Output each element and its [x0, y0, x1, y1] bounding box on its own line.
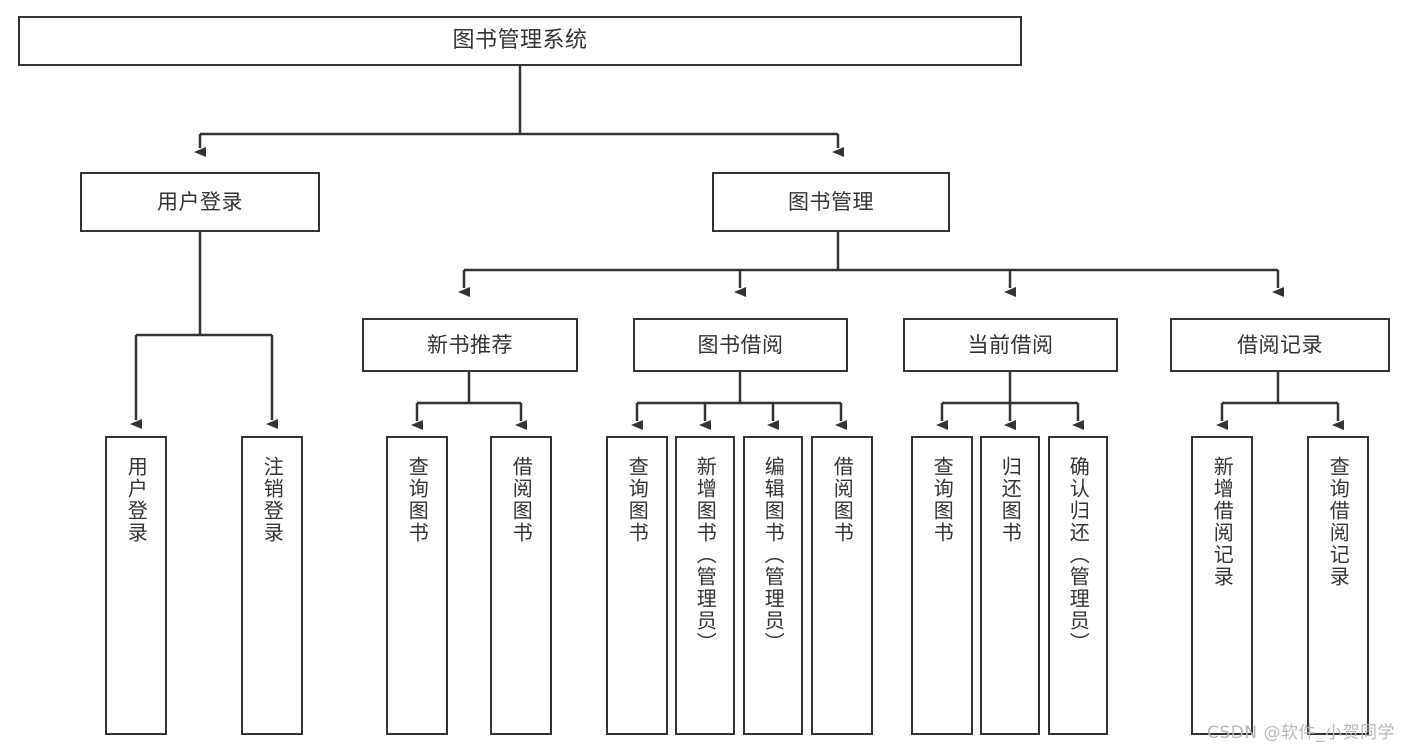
node-leaf-confirm-return[interactable]: 确认归还（管理员）: [1048, 436, 1108, 735]
node-leaf-add-book[interactable]: 新增图书（管理员）: [675, 436, 735, 735]
node-leaf-return-book[interactable]: 归还图书: [980, 436, 1040, 735]
node-label: 新增图书（管理员）: [693, 456, 718, 654]
node-label: 确认归还（管理员）: [1066, 456, 1091, 654]
node-user-login[interactable]: 用户登录: [80, 172, 320, 232]
node-leaf-add-record[interactable]: 新增借阅记录: [1191, 436, 1253, 735]
node-leaf-borrow-book-1[interactable]: 借阅图书: [490, 436, 552, 735]
node-label: 新书推荐: [427, 332, 513, 357]
node-label: 查询借阅记录: [1326, 456, 1351, 588]
node-new-book-recommend[interactable]: 新书推荐: [362, 318, 578, 372]
csdn-watermark: CSDN @软件_小贺同学: [1207, 723, 1395, 743]
node-label: 归还图书: [998, 456, 1023, 544]
node-leaf-query-book-3[interactable]: 查询图书: [911, 436, 973, 735]
node-label: 查询图书: [405, 456, 430, 544]
node-book-manage[interactable]: 图书管理: [712, 172, 950, 232]
node-label: 新增借阅记录: [1210, 456, 1235, 588]
node-label: 注销登录: [260, 456, 285, 544]
node-borrow-record[interactable]: 借阅记录: [1170, 318, 1390, 372]
node-label: 借阅图书: [509, 456, 534, 544]
node-leaf-borrow-book-2[interactable]: 借阅图书: [811, 436, 873, 735]
node-label: 借阅图书: [830, 456, 855, 544]
node-book-borrow[interactable]: 图书借阅: [633, 318, 848, 372]
node-label: 借阅记录: [1237, 332, 1323, 357]
node-label: 当前借阅: [967, 332, 1054, 357]
node-leaf-edit-book[interactable]: 编辑图书（管理员）: [743, 436, 803, 735]
node-leaf-query-book-2[interactable]: 查询图书: [606, 436, 668, 735]
node-label: 图书借阅: [697, 332, 784, 357]
node-label: 图书管理: [788, 189, 874, 214]
node-leaf-query-book-1[interactable]: 查询图书: [386, 436, 448, 735]
node-label: 查询图书: [625, 456, 650, 544]
node-label: 编辑图书（管理员）: [761, 456, 786, 654]
node-label: 查询图书: [930, 456, 955, 544]
node-label: 用户登录: [124, 456, 149, 544]
node-label: 图书管理系统: [452, 28, 588, 54]
node-leaf-user-login[interactable]: 用户登录: [105, 436, 167, 735]
node-leaf-logout-login[interactable]: 注销登录: [241, 436, 303, 735]
node-label: 用户登录: [157, 189, 243, 214]
node-current-borrow[interactable]: 当前借阅: [903, 318, 1118, 372]
node-leaf-query-record[interactable]: 查询借阅记录: [1307, 436, 1369, 735]
node-root-system[interactable]: 图书管理系统: [18, 16, 1022, 66]
